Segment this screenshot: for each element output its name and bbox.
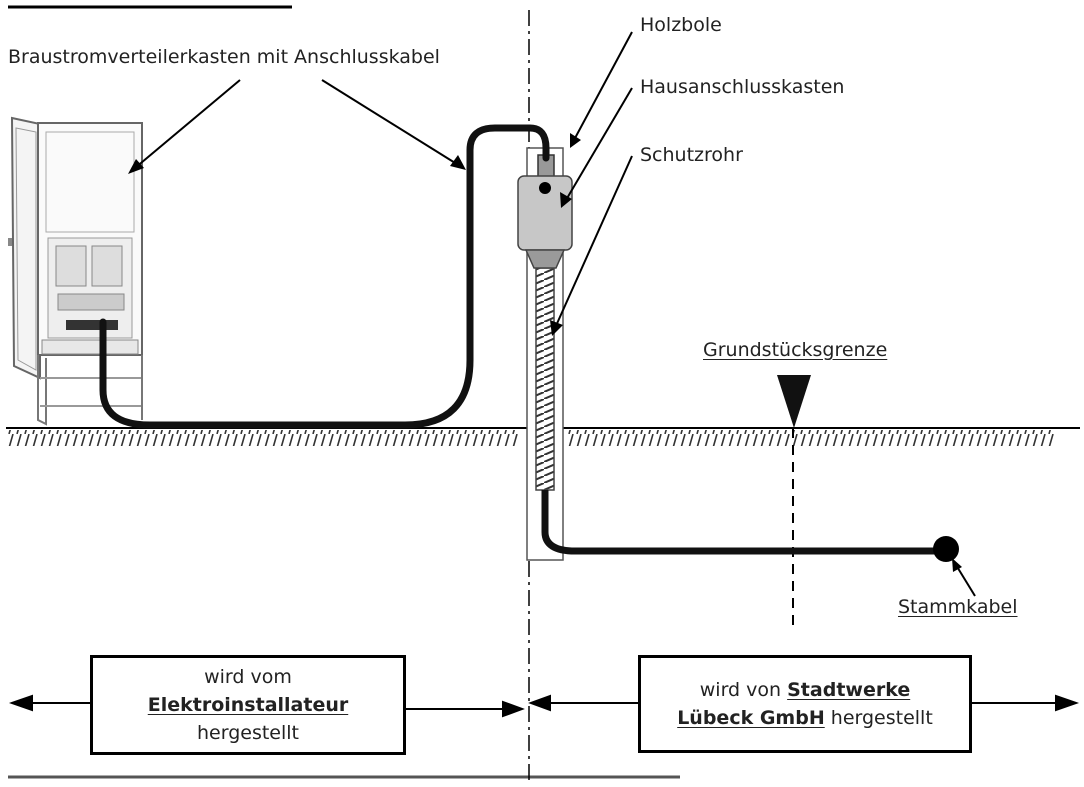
connection-cable	[99, 124, 550, 429]
electrician-box-line3: hergestellt	[196, 722, 299, 744]
main-cable-end	[933, 536, 959, 562]
electrician-responsibility-box: wird vom Elektroinstallateur hergestellt	[90, 655, 406, 755]
label-protective-pipe: Schutzrohr	[640, 144, 743, 166]
utility-box-line2: Lübeck GmbH hergestellt	[677, 707, 933, 729]
label-distribution-cabinet: Braustromverteilerkasten mit Anschlusska…	[8, 46, 440, 68]
label-property-boundary: Grundstücksgrenze	[703, 339, 888, 361]
label-house-connection-box: Hausanschlusskasten	[640, 76, 845, 98]
main-cable	[541, 490, 940, 555]
electrician-box-line2: Elektroinstallateur	[147, 694, 349, 716]
distribution-cabinet	[8, 116, 143, 426]
label-main-cable: Stammkabel	[898, 596, 1018, 618]
property-boundary-marker	[777, 375, 811, 428]
protective-pipe	[535, 267, 555, 491]
label-wooden-pole: Holzbole	[640, 14, 722, 36]
utility-box-line1: wird von Stadtwerke	[699, 679, 911, 701]
utility-responsibility-box: wird von Stadtwerke Lübeck GmbH hergeste…	[638, 655, 972, 753]
electrician-box-line1: wird vom	[204, 666, 292, 688]
house-connection-box	[517, 154, 573, 269]
